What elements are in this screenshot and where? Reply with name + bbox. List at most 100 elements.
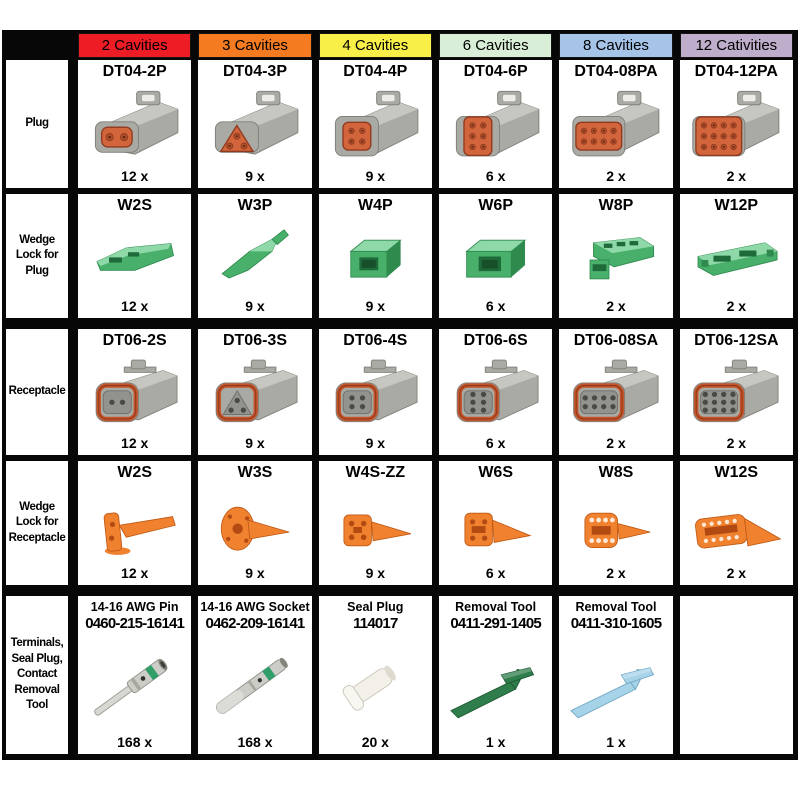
part-number: W12S bbox=[714, 464, 759, 481]
row-label: Plug bbox=[6, 60, 68, 188]
quantity: 12 x bbox=[121, 297, 149, 314]
part-cell: DT06-3S 9 x bbox=[198, 329, 312, 455]
row-label: Wedge Lock for Plug bbox=[6, 194, 68, 318]
part-number: DT04-12PA bbox=[694, 63, 778, 80]
part-cell: DT04-08PA 2 x bbox=[559, 60, 673, 188]
wedge-recept-photo bbox=[198, 482, 311, 565]
part-cell: W12S 2 x bbox=[679, 461, 793, 585]
removal-tool-photo bbox=[559, 632, 672, 735]
quantity: 9 x bbox=[365, 297, 386, 314]
part-number: DT04-2P bbox=[102, 63, 167, 80]
part-number: DT04-08PA bbox=[574, 63, 658, 80]
part-number: DT06-2S bbox=[102, 332, 167, 349]
part-title: Removal Tool bbox=[455, 600, 537, 614]
quantity: 2 x bbox=[606, 297, 626, 314]
wedge-recept-photo bbox=[680, 482, 793, 565]
wedge-plug-photo bbox=[439, 215, 552, 298]
quantity: 9 x bbox=[365, 564, 386, 581]
part-number: W6P bbox=[478, 197, 513, 214]
part-number: DT04-4P bbox=[343, 63, 408, 80]
part-cell: W2S 12 x bbox=[78, 461, 192, 585]
part-number: DT06-3S bbox=[222, 332, 287, 349]
quantity: 6 x bbox=[485, 167, 506, 184]
part-number: W6S bbox=[478, 464, 513, 481]
part-cell: DT04-3P 9 x bbox=[198, 60, 312, 188]
plug-photo bbox=[680, 81, 793, 168]
quantity: 6 x bbox=[485, 434, 506, 451]
part-number: W4S-ZZ bbox=[345, 464, 406, 481]
quantity: 1 x bbox=[606, 733, 626, 750]
part-number: DT06-12SA bbox=[694, 332, 779, 349]
part-number: DT04-6P bbox=[463, 63, 528, 80]
terminal-pin-photo bbox=[78, 632, 191, 735]
part-number: DT06-4S bbox=[343, 332, 408, 349]
quantity: 6 x bbox=[485, 564, 506, 581]
column-header: 12 Cativities bbox=[679, 32, 793, 58]
quantity: 2 x bbox=[726, 564, 747, 581]
quantity: 12 x bbox=[121, 167, 149, 184]
quantity: 2 x bbox=[606, 564, 626, 581]
receptacle-photo bbox=[198, 350, 311, 435]
grid-divider bbox=[6, 585, 793, 596]
part-number: W2S bbox=[117, 197, 152, 214]
part-number: W2S bbox=[117, 464, 152, 481]
wedge-recept-photo bbox=[439, 482, 552, 565]
quantity: 12 x bbox=[121, 564, 149, 581]
part-cell: DT06-6S 6 x bbox=[438, 329, 553, 455]
plug-photo bbox=[198, 81, 311, 168]
wedge-plug-photo bbox=[198, 215, 311, 298]
part-cell: DT04-12PA 2 x bbox=[679, 60, 793, 188]
wedge-recept-photo bbox=[78, 482, 191, 565]
wedge-recept-photo bbox=[319, 482, 432, 565]
part-title: 14-16 AWG Pin bbox=[90, 600, 179, 614]
plug-photo bbox=[559, 81, 672, 168]
quantity: 9 x bbox=[245, 167, 265, 184]
quantity: 12 x bbox=[121, 434, 149, 451]
receptacle-photo bbox=[439, 350, 552, 435]
column-header: 6 Cavities bbox=[438, 32, 553, 58]
column-header: 2 Cavities bbox=[78, 32, 192, 58]
quantity: 2 x bbox=[606, 167, 626, 184]
part-number: DT06-6S bbox=[463, 332, 528, 349]
part-number: DT04-3P bbox=[222, 63, 287, 80]
quantity: 2 x bbox=[726, 434, 747, 451]
plug-photo bbox=[319, 81, 432, 168]
wedge-recept-photo bbox=[559, 482, 672, 565]
quantity: 9 x bbox=[245, 297, 265, 314]
removal-tool-photo bbox=[439, 632, 552, 735]
wedge-plug-photo bbox=[559, 215, 672, 298]
receptacle-photo bbox=[559, 350, 672, 435]
part-cell: DT06-2S 12 x bbox=[78, 329, 192, 455]
part-number: DT06-08SA bbox=[573, 332, 659, 349]
part-title: 14-16 AWG Socket bbox=[200, 600, 310, 614]
quantity: 20 x bbox=[361, 733, 389, 750]
receptacle-photo bbox=[319, 350, 432, 435]
grid-divider bbox=[6, 318, 793, 329]
quantity: 9 x bbox=[245, 434, 265, 451]
quantity: 2 x bbox=[726, 167, 747, 184]
part-cell: DT04-2P 12 x bbox=[78, 60, 192, 188]
quantity: 168 x bbox=[117, 733, 153, 750]
part-number: 0411-310-1605 bbox=[570, 614, 662, 632]
receptacle-photo bbox=[680, 350, 793, 435]
quantity: 6 x bbox=[485, 297, 506, 314]
part-number: W8S bbox=[598, 464, 634, 481]
column-header: 3 Cavities bbox=[198, 32, 312, 58]
row-label: Terminals, Seal Plug, Contact Removal To… bbox=[6, 596, 68, 754]
wedge-plug-photo bbox=[319, 215, 432, 298]
part-title: Removal Tool bbox=[575, 600, 657, 614]
